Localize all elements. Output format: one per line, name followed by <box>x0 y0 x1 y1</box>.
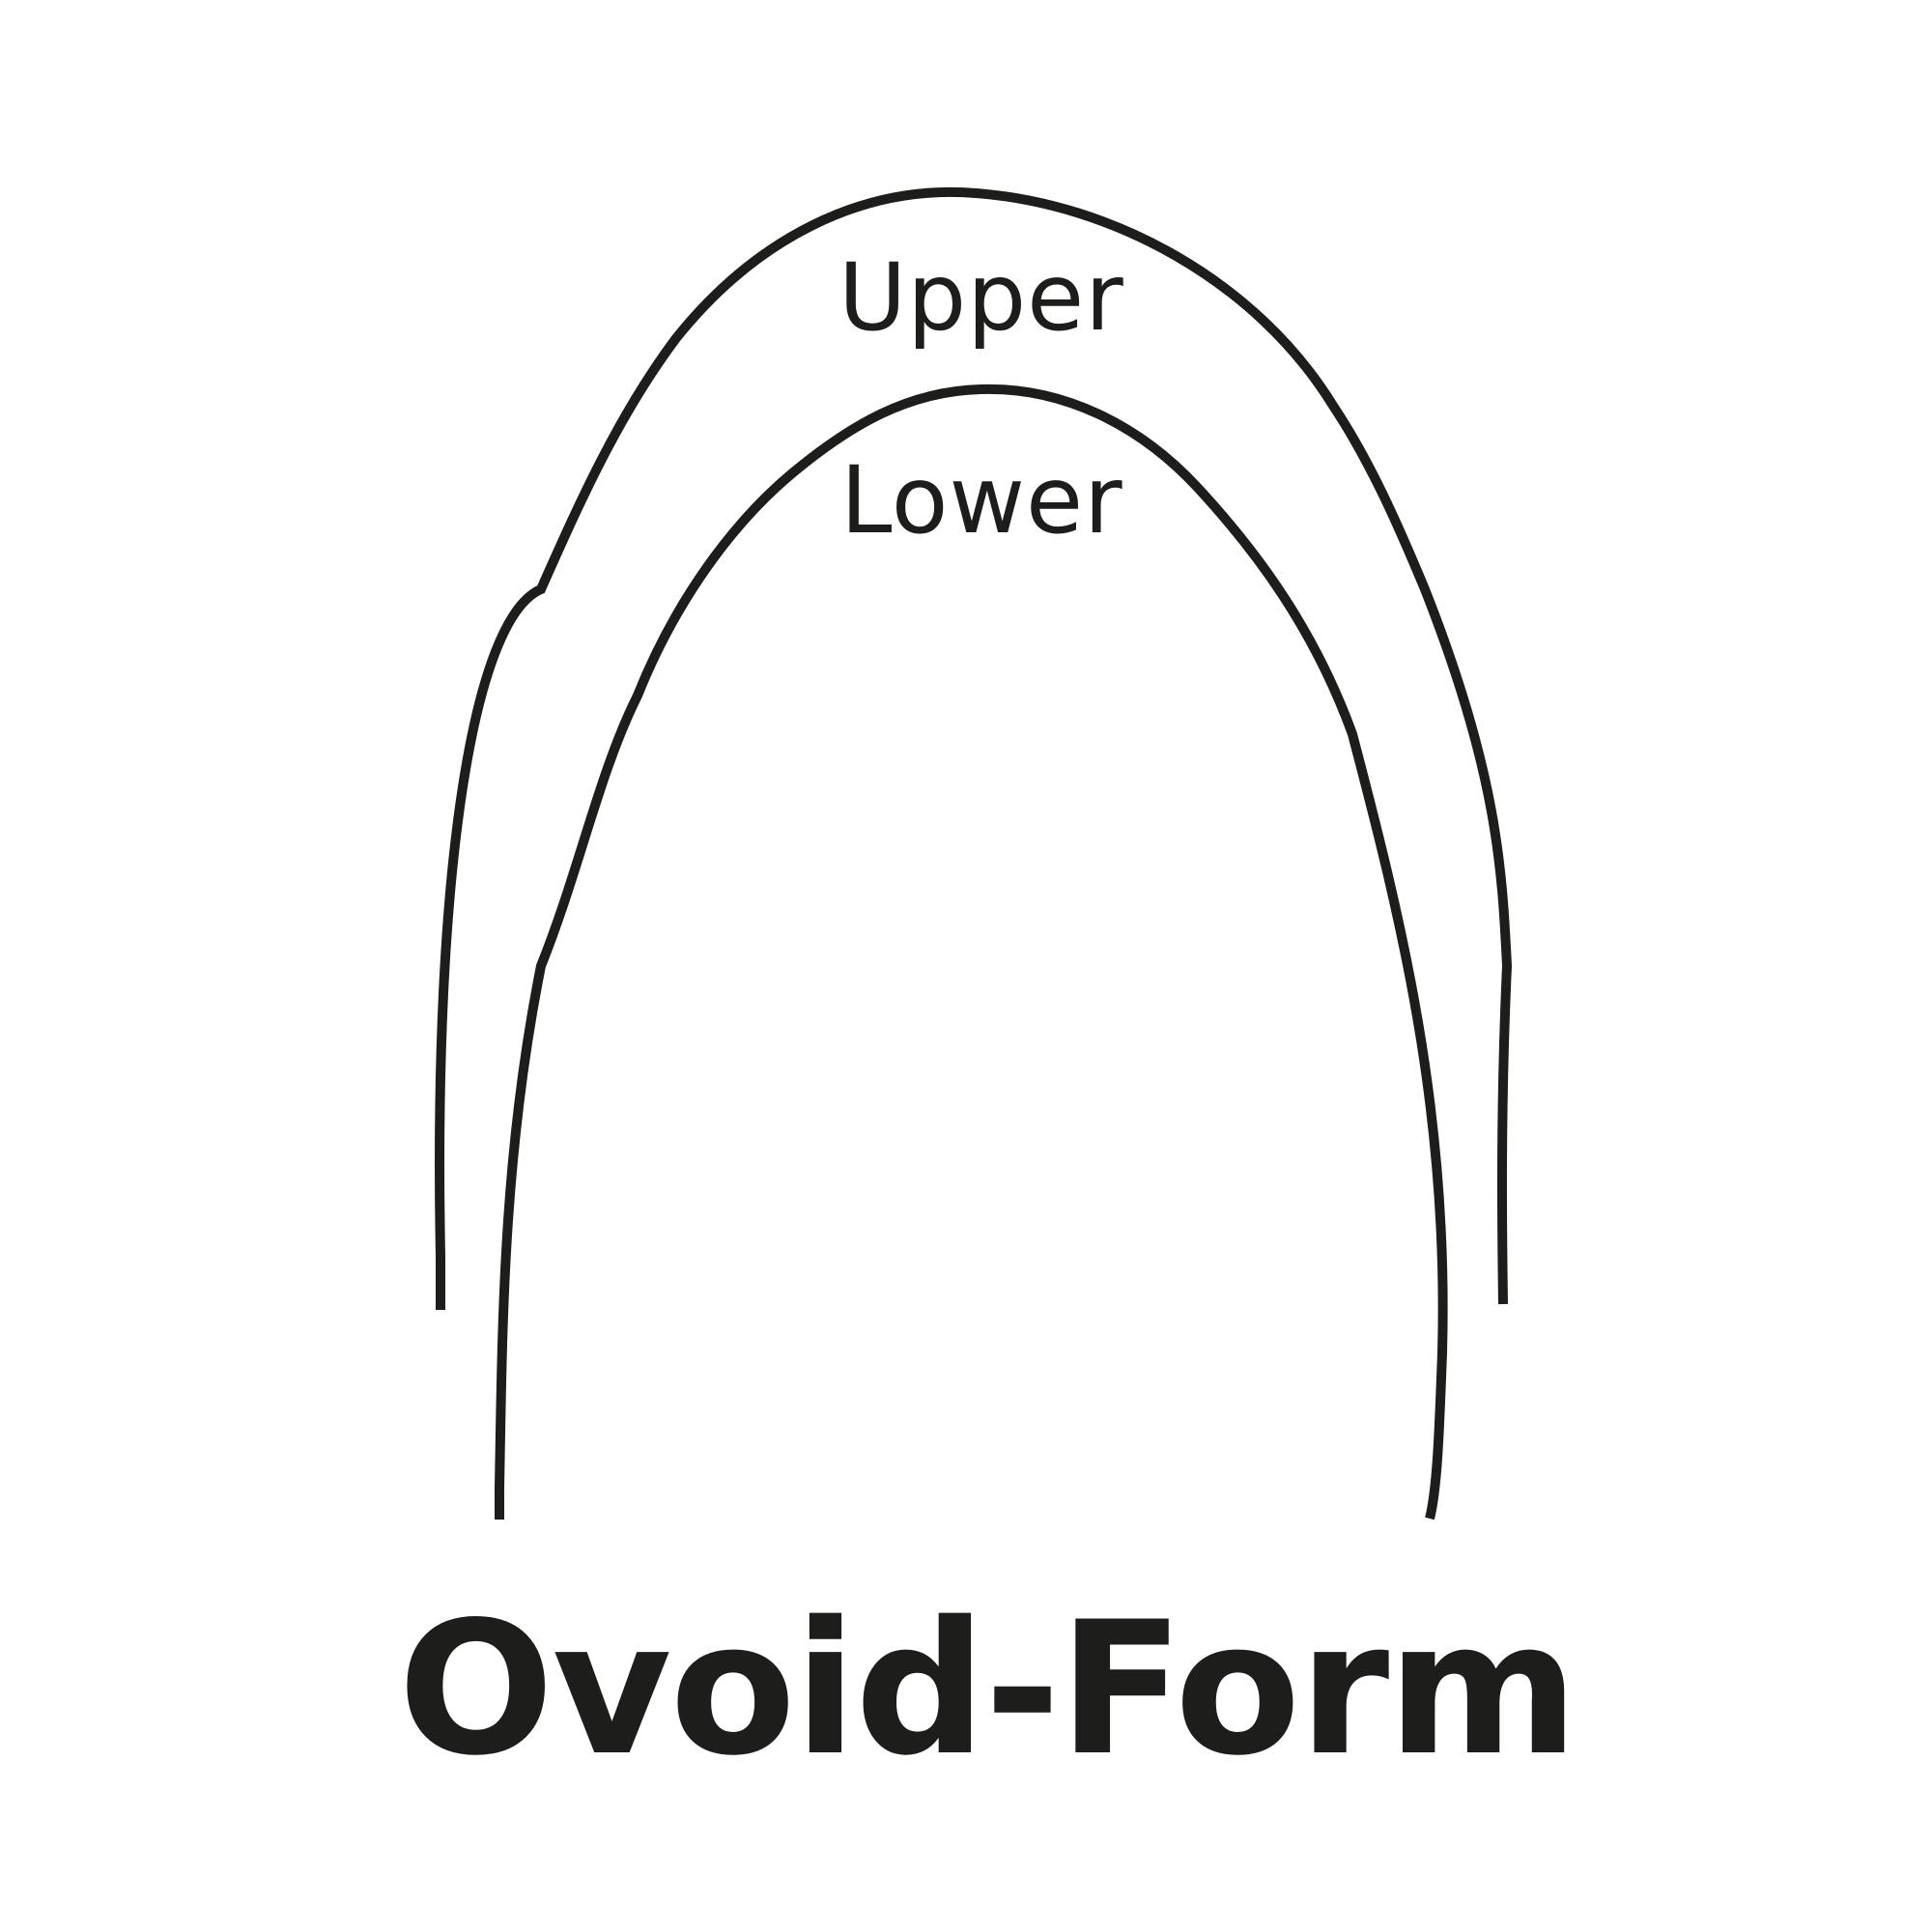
upper-arch-label: Upper <box>838 243 1124 352</box>
diagram-title: Ovoid-Form <box>398 1584 1577 1756</box>
lower-arch-curve <box>495 384 1448 1520</box>
upper-arch-curve <box>435 187 1513 1310</box>
lower-arch-label: Lower <box>840 446 1123 554</box>
